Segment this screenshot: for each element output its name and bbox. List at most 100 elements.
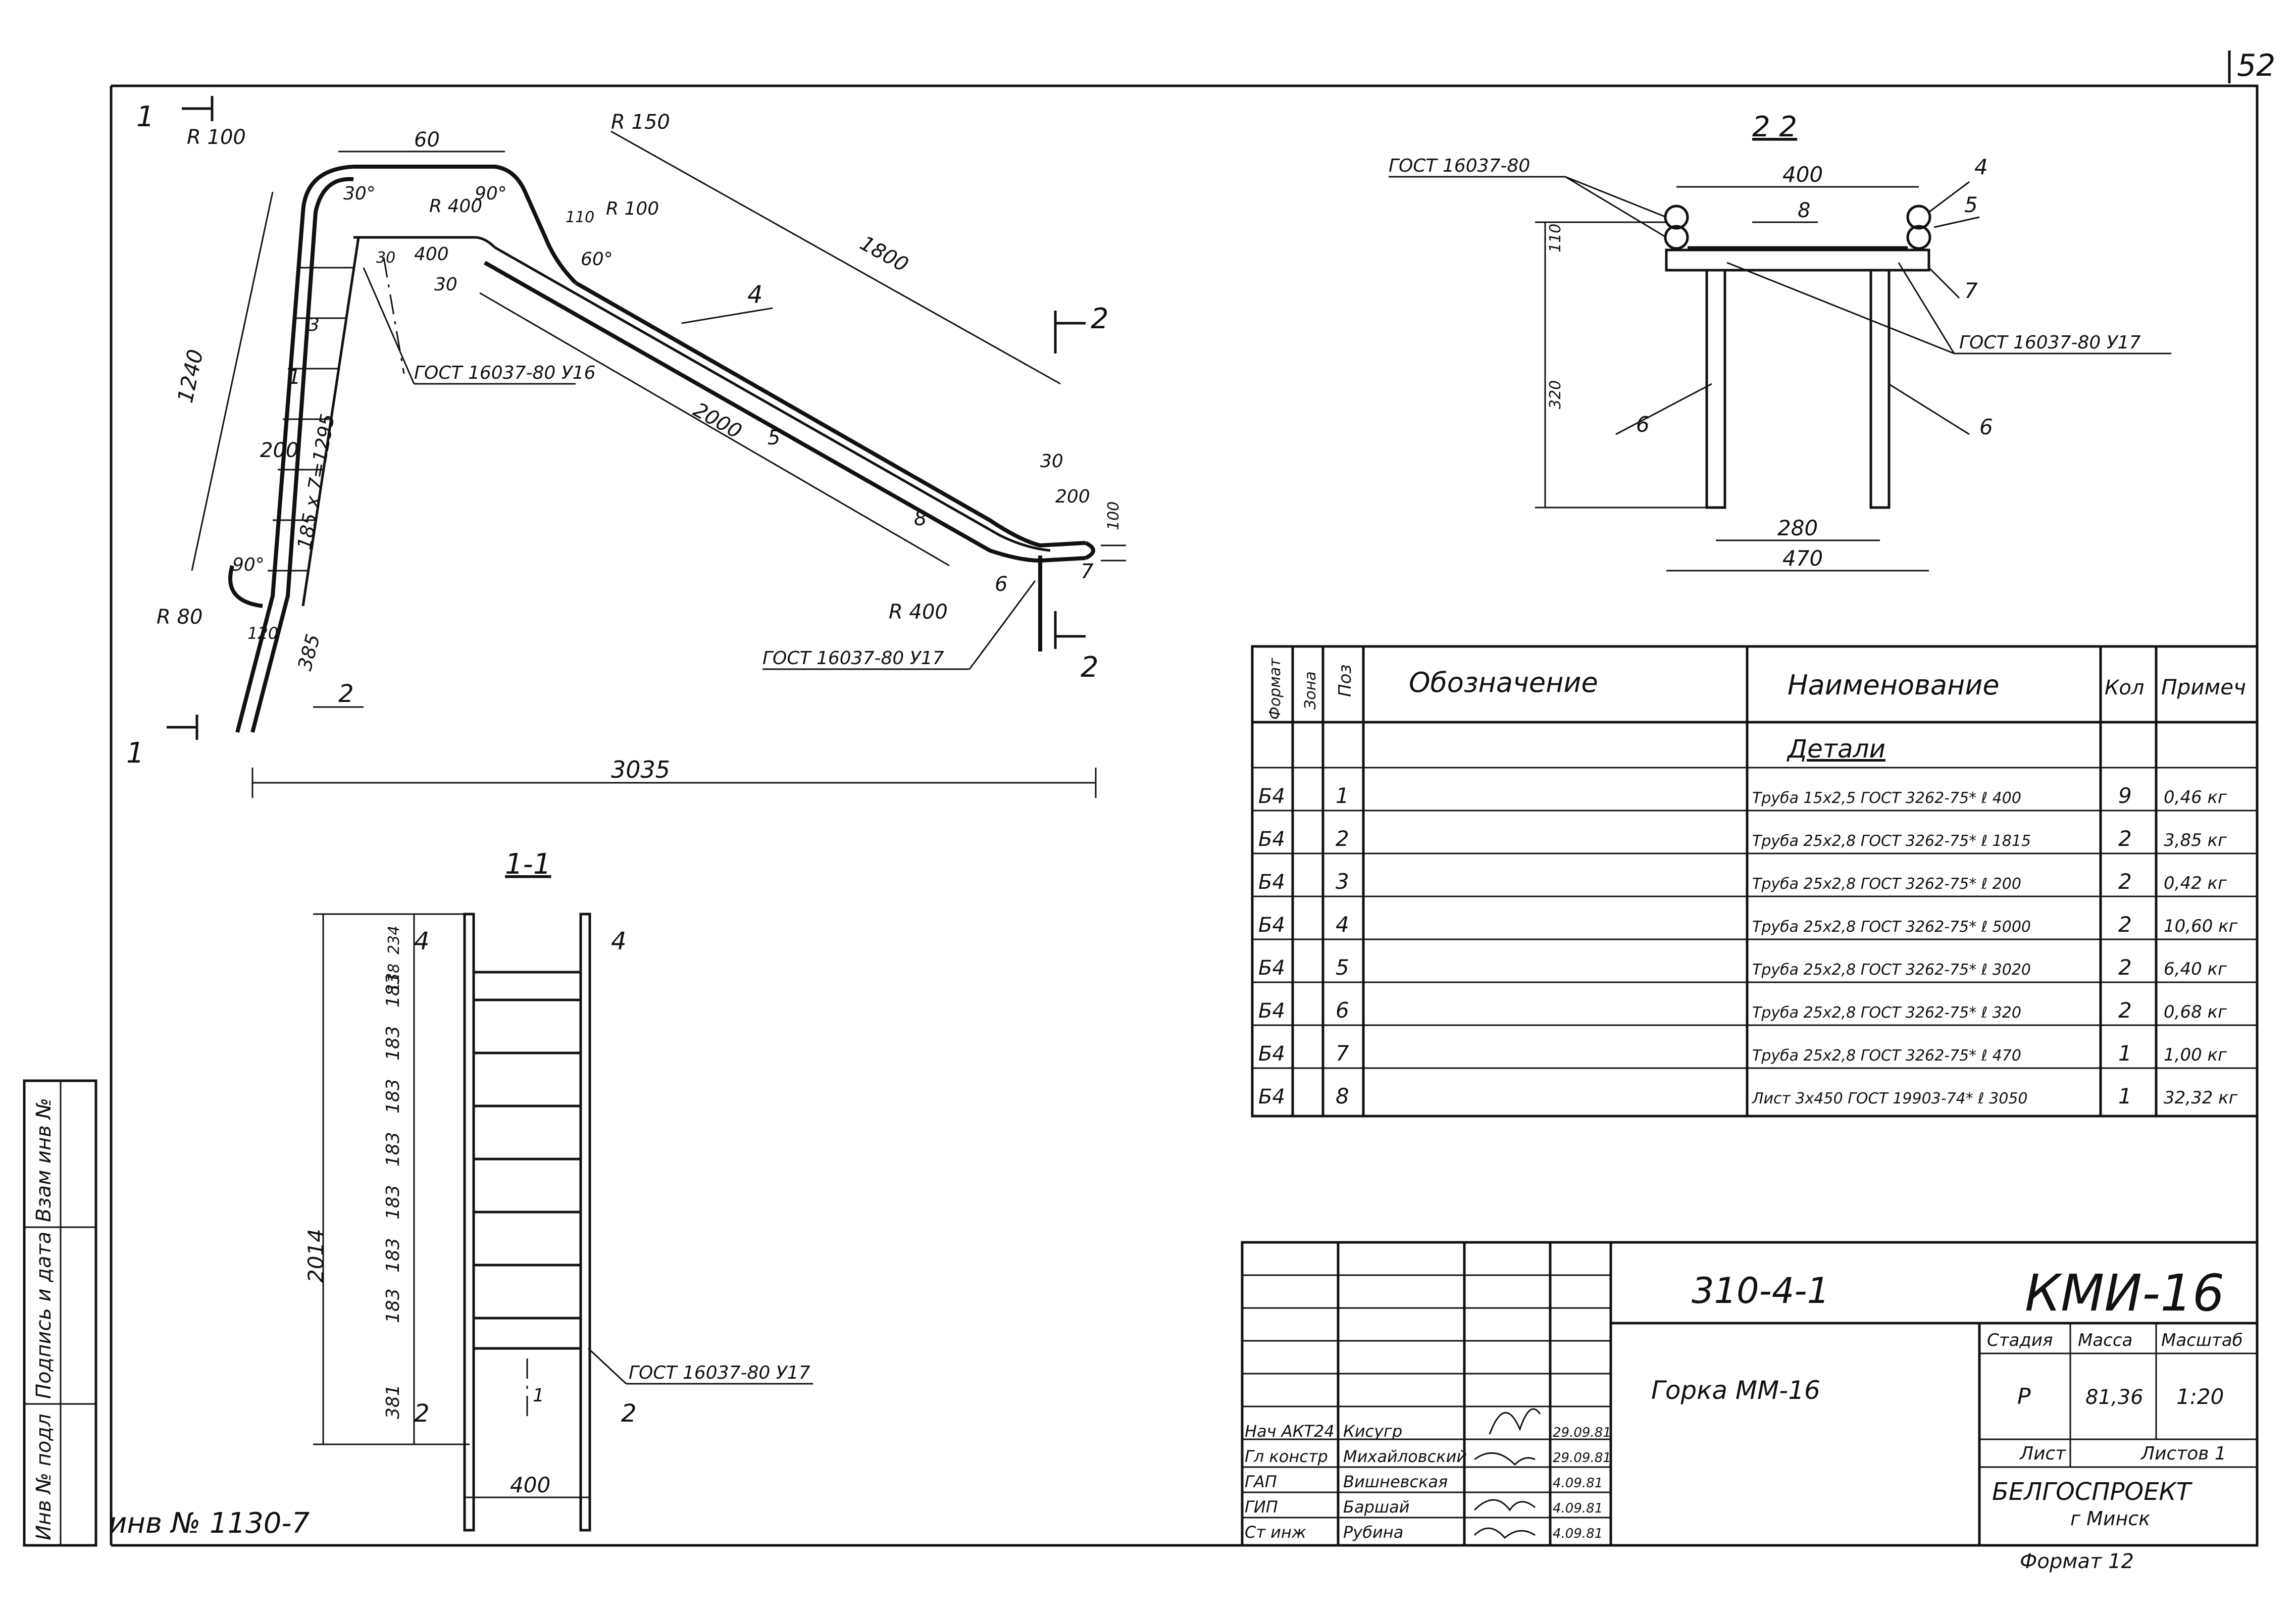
ladder-outer-rail	[250, 177, 354, 733]
dim-385: 385	[293, 632, 324, 673]
drawing-name: Горка ММ-16	[1651, 1376, 1820, 1405]
spec-row-pos: 7	[1336, 1041, 1349, 1066]
stage-value: Р	[2017, 1384, 2031, 1409]
spec-section-title: Детали	[1787, 734, 1885, 764]
pos-2: 2	[338, 680, 354, 708]
spec-row-format: Б4	[1258, 828, 1285, 851]
dim-200-b: 200	[1055, 486, 1090, 507]
spec-row-format: Б4	[1258, 871, 1285, 894]
spec-row-qty: 2	[2118, 826, 2132, 851]
spec-header-note: Примеч	[2161, 675, 2246, 699]
scale-header: Масштаб	[2161, 1330, 2243, 1350]
spec-row-note: 10,60 кг	[2164, 916, 2238, 936]
platform-top	[353, 236, 496, 248]
section-22-pos6-right: 6	[1979, 415, 1993, 439]
section-11-pos4-left: 4	[414, 927, 430, 955]
staff-date: 29.09.81	[1553, 1425, 1611, 1440]
dim-30-b: 30	[434, 274, 457, 295]
section-11-d183c: 183	[383, 1185, 403, 1220]
spec-row-lines	[1252, 810, 2257, 1069]
staff-role: Гл констр	[1245, 1447, 1328, 1466]
spec-row-qty: 1	[2118, 1041, 2132, 1066]
spec-header-qty: Кол	[2105, 676, 2144, 699]
spec-row-name: Труба 15х2,5 ГОСТ 3262-75* ℓ 400	[1752, 789, 2021, 807]
pos-6: 6	[995, 573, 1007, 596]
ladder-front-stringer	[301, 237, 360, 607]
spec-row-name: Труба 25х2,8 ГОСТ 3262-75* ℓ 200	[1752, 875, 2021, 893]
pos-7: 7	[1081, 560, 1094, 583]
staff-name: Рубина	[1343, 1523, 1403, 1542]
section-11-mark: 1	[533, 1385, 544, 1406]
section-22-pos6-left: 6	[1636, 412, 1650, 437]
staff-date: 4.09.81	[1553, 1526, 1603, 1541]
section-marker-1-top: 1	[136, 96, 214, 133]
dim-30-a: 30	[376, 249, 395, 267]
staff-date: 4.09.81	[1553, 1476, 1603, 1491]
pos-8: 8	[914, 507, 927, 530]
main-view: 1 1 2 2 R 100 60 R 150 30° R 400 90° 110…	[126, 96, 1126, 798]
dim-110: 110	[566, 209, 594, 226]
section-11-d183g: 183	[383, 973, 403, 1008]
svg-text:ГОСТ 16037-80 У17: ГОСТ 16037-80 У17	[762, 648, 944, 669]
section-11-d183a: 183	[383, 1288, 403, 1323]
section-22-d280: 280	[1777, 516, 1818, 540]
spec-row-note: 32,32 кг	[2164, 1088, 2238, 1108]
inventory-number: инв № 1130-7	[109, 1507, 310, 1540]
section-11-d118: 118	[385, 964, 403, 992]
spec-row-note: 0,46 кг	[2164, 787, 2227, 808]
sheet-format: Формат 12	[2020, 1550, 2134, 1573]
dim-60deg: 60°	[581, 249, 613, 270]
spec-row-pos: 6	[1336, 998, 1349, 1023]
svg-text:2: 2	[1091, 303, 1109, 335]
dim-r100-b: R 100	[606, 198, 659, 219]
spec-row-qty: 2	[2118, 912, 2132, 937]
section-11-title: 1-1	[505, 848, 551, 881]
section-11-pos2-right: 2	[621, 1399, 637, 1428]
ladder-bottom-bend	[228, 565, 263, 608]
section-11-pos2-left: 2	[414, 1399, 430, 1428]
project-number: 310-4-1	[1692, 1270, 1829, 1312]
scale-value: 1:20	[2176, 1384, 2224, 1409]
page-number: 52	[2237, 48, 2275, 83]
dim-100: 100	[1105, 501, 1123, 530]
dim-r100: R 100	[187, 126, 246, 149]
staff-name: Кисугр	[1343, 1422, 1402, 1441]
ladder-rungs	[268, 267, 353, 572]
section-22-title: 2 2	[1752, 111, 1797, 143]
section-22-d470: 470	[1782, 546, 1823, 571]
spec-row-pos: 2	[1336, 826, 1349, 851]
dim-90deg: 90°	[475, 183, 507, 204]
spec-row-pos: 3	[1336, 869, 1349, 894]
spec-row-note: 3,85 кг	[2164, 830, 2227, 850]
mass-value: 81,36	[2085, 1386, 2144, 1409]
dim-120: 120	[247, 624, 278, 643]
spec-header-pos: Поз	[1335, 665, 1355, 697]
dim-30-c: 30	[1040, 451, 1063, 472]
main-dimension-lines	[191, 130, 1126, 798]
staff-name: Вишневская	[1343, 1472, 1448, 1491]
sheets-header: Листов 1	[2140, 1443, 2226, 1464]
dim-r400-top: R 400	[429, 196, 482, 217]
dim-400: 400	[414, 244, 449, 265]
section-11-width: 400	[510, 1473, 550, 1497]
section-22-gost-top: ГОСТ 16037-80	[1389, 156, 1667, 238]
spec-row-pos: 5	[1336, 955, 1349, 980]
spec-row-qty: 2	[2118, 955, 2132, 980]
staff-name: Баршай	[1343, 1497, 1410, 1517]
spec-row-note: 0,68 кг	[2164, 1002, 2227, 1022]
spec-header-format: Формат	[1266, 658, 1284, 720]
svg-text:1: 1	[136, 100, 155, 133]
spec-header-designation: Обозначение	[1409, 667, 1598, 698]
staff-name: Михайловский	[1343, 1447, 1467, 1466]
spec-row-pos: 8	[1336, 1084, 1349, 1109]
dim-r80: R 80	[157, 606, 202, 629]
spec-header-name: Наименование	[1788, 669, 2000, 701]
spec-row-name: Труба 25х2,8 ГОСТ 3262-75* ℓ 5000	[1752, 918, 2031, 936]
spec-row-format: Б4	[1258, 914, 1285, 937]
section-11-total: 2014	[303, 1229, 328, 1283]
slide-chute-top	[575, 281, 1086, 548]
section-22-pos5: 5	[1964, 192, 1978, 217]
